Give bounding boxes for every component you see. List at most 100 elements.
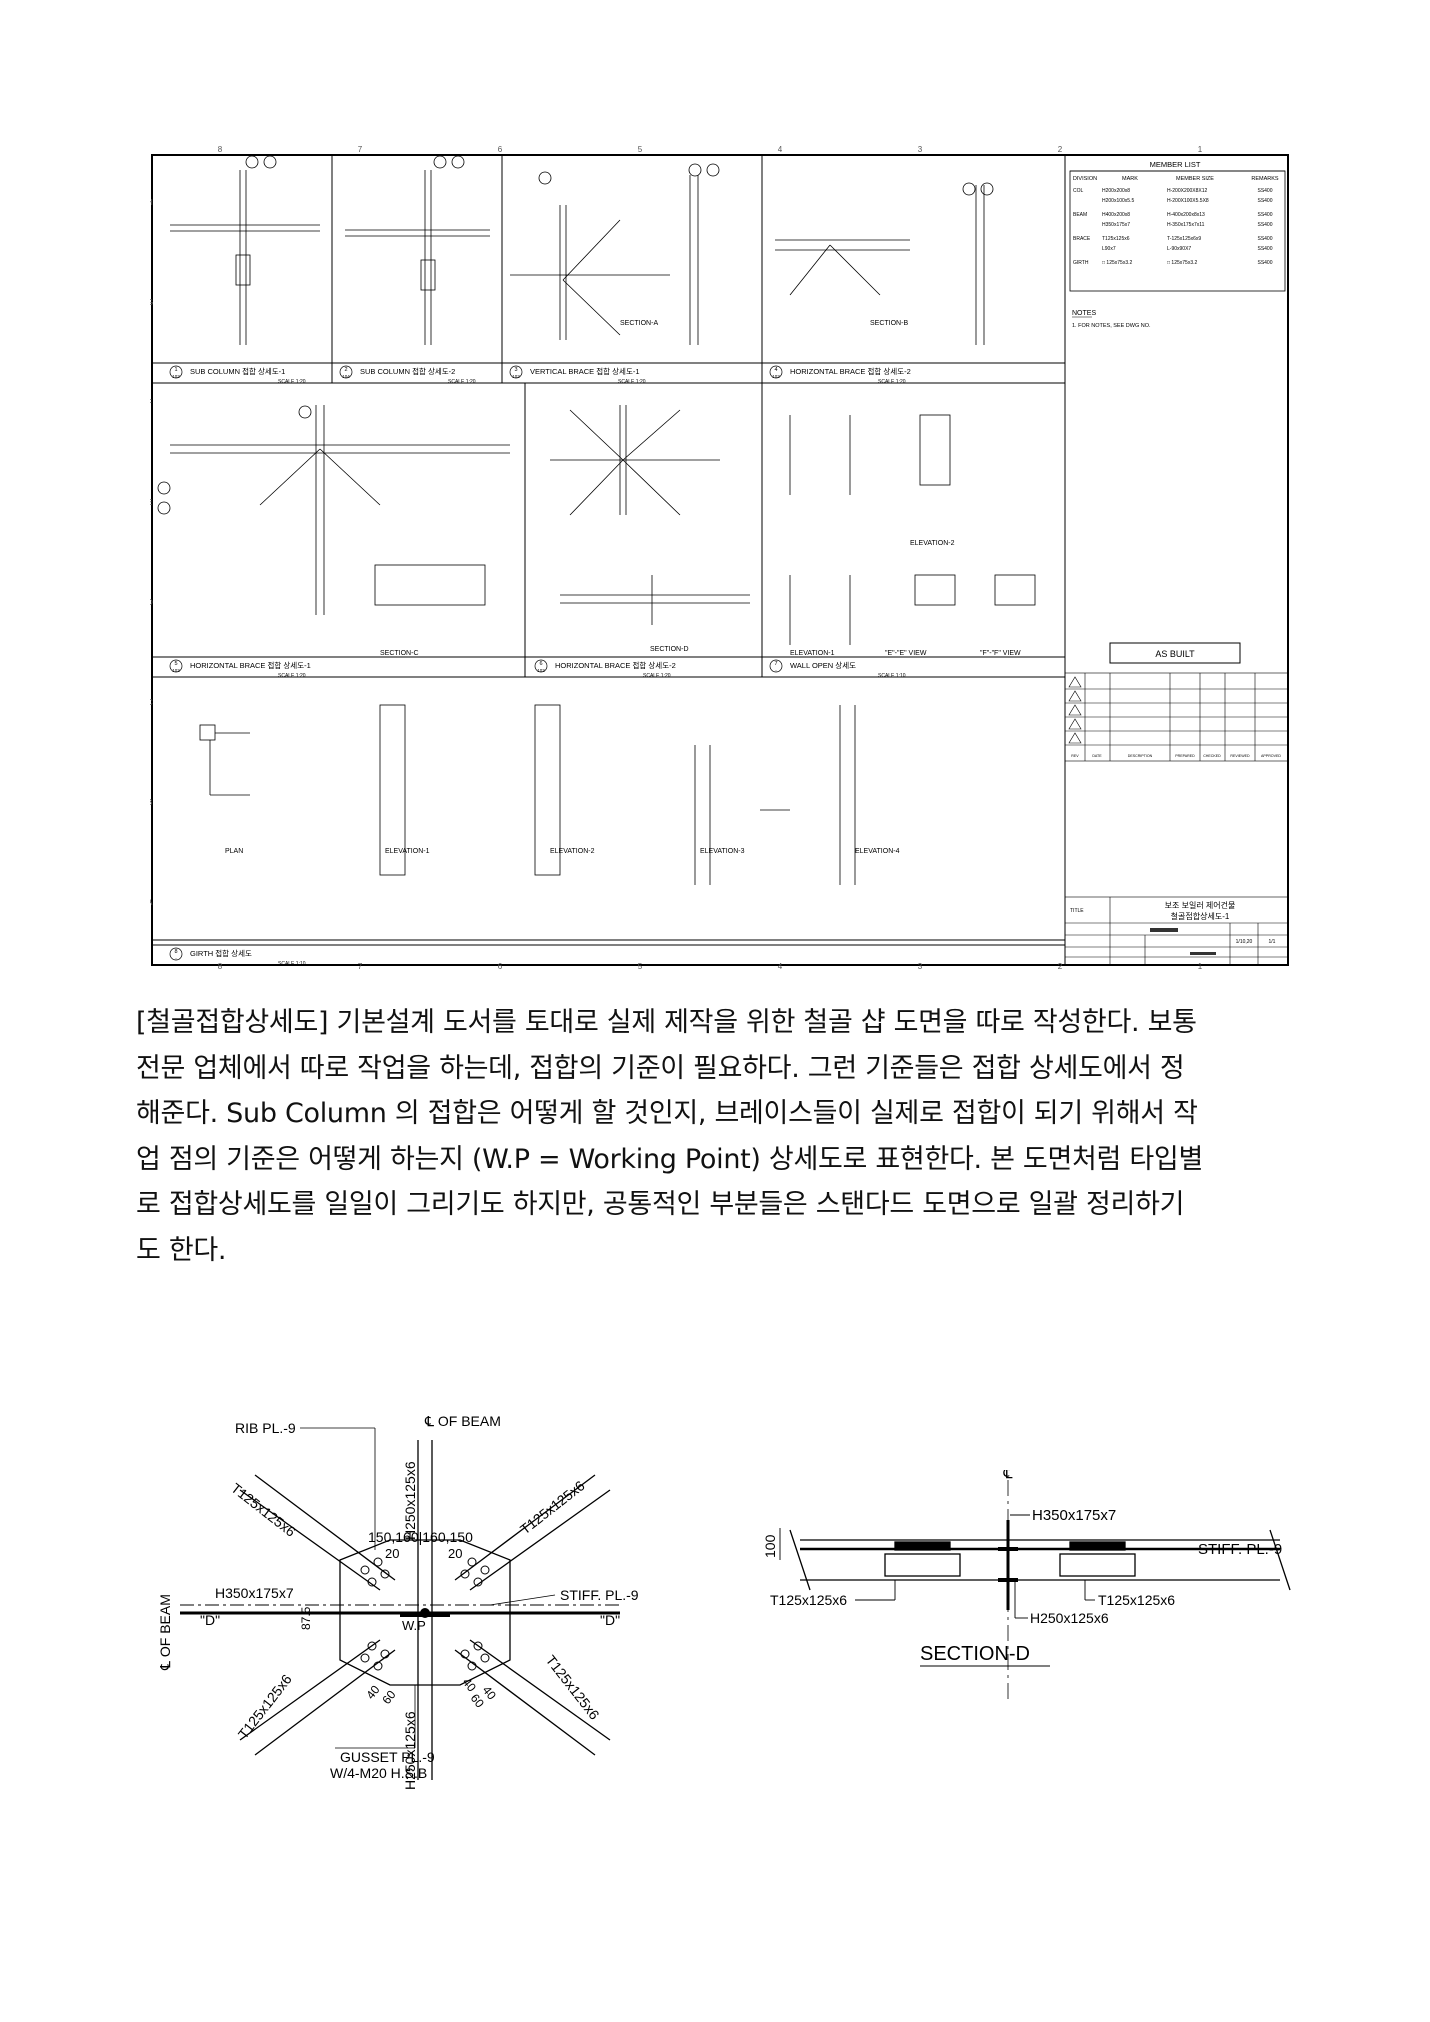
detail-number: 5 xyxy=(174,661,177,667)
border-number-top: 4 xyxy=(778,145,783,154)
revision-header: REV xyxy=(1071,754,1079,758)
border-number-bottom: 1 xyxy=(1198,962,1203,970)
border-number-bottom: 2 xyxy=(1058,962,1063,970)
section-mark-d-left: "D" xyxy=(200,1612,220,1628)
rib-plate-label: RIB PL.-9 xyxy=(235,1420,296,1436)
panel-linework xyxy=(157,155,1036,885)
border-number-top: 2 xyxy=(1058,145,1063,154)
member-list-cell: H200x200x8 xyxy=(1102,188,1130,194)
depth-dimension: 100 xyxy=(762,1534,778,1558)
member-list-title: MEMBER LIST xyxy=(1150,160,1201,169)
detail-number-bubble xyxy=(169,947,183,961)
brace-plan-detail: RIB PL.-9 ℄ OF BEAM ℄ OF BEAM H250x125x6… xyxy=(150,1400,650,1800)
member-list-cell: SS400 xyxy=(1257,188,1272,194)
revision-triangle-icon xyxy=(1068,718,1082,730)
detail-number: 6 xyxy=(539,661,542,667)
dim-40-b: 40 xyxy=(460,1675,479,1694)
detail-reference: 102 xyxy=(172,668,180,673)
member-list-cell: SS400 xyxy=(1257,246,1272,252)
sheet-frame xyxy=(151,154,1289,966)
detail-number-bubble xyxy=(769,659,783,673)
border-number-bottom: 6 xyxy=(498,962,503,970)
member-list-cell: H-400x200x8x13 xyxy=(1167,212,1205,218)
paragraph-line: 업 점의 기준은 어떻게 하는지 (W.P = Working Point) 상… xyxy=(136,1143,1203,1175)
revision-triangle-icon xyxy=(1068,690,1082,702)
beam-size-label: H350x175x7 xyxy=(215,1585,294,1601)
detail-reference: 102 xyxy=(537,668,545,673)
detail-title: SUB COLUMN 접합 상세도-2 xyxy=(360,366,455,376)
member-list-cell: SS400 xyxy=(1257,236,1272,242)
border-letter-left: E xyxy=(150,498,152,507)
revision-triangle-icon xyxy=(1068,676,1082,688)
detail-reference: 103 xyxy=(772,374,780,379)
revision-triangle-icon xyxy=(1068,732,1082,744)
detail-number: 7 xyxy=(774,661,777,667)
paragraph-line: 도 한다. xyxy=(136,1234,227,1266)
detail-title: HORIZONTAL BRACE 접합 상세도-2 xyxy=(790,366,911,376)
bolt-spec-label: W/4-M20 H.S.B xyxy=(330,1765,427,1781)
border-number-top: 3 xyxy=(918,145,923,154)
member-list-cell: H350x175x7 xyxy=(1102,222,1130,228)
detail-number-bubble xyxy=(169,365,183,379)
gusset-label: GUSSET PL.-9 xyxy=(340,1749,435,1765)
revision-header: DATE xyxy=(1092,754,1102,758)
h-section-label: H250x125x6 xyxy=(1030,1610,1109,1626)
section-label: ELEVATION-3 xyxy=(700,848,745,855)
border-number-bottom: 5 xyxy=(638,962,643,970)
section-label: SECTION-B xyxy=(870,320,908,327)
brace-top-right: T125x125x6 xyxy=(517,1477,588,1537)
dim-20-right: 20 xyxy=(448,1546,462,1561)
detail-scale: SCALE 1:20 xyxy=(448,379,476,385)
centerline-symbol: ℄ xyxy=(1003,1470,1013,1481)
section-d-svg: ℄ H350x175x7 STIFF. PL.-9 100 T125x125x6… xyxy=(762,1470,1291,1700)
member-list-cell: T125x125x6 xyxy=(1102,236,1130,242)
member-list-cell: T-125x125x6x9 xyxy=(1167,236,1201,242)
border-number-top: 7 xyxy=(358,145,363,154)
border-letter-left: D xyxy=(150,598,153,607)
detail-scale: SCALE 1:20 xyxy=(618,379,646,385)
detail-number: 3 xyxy=(514,367,517,373)
title-block-owner: TITLE xyxy=(1070,908,1084,914)
section-label: SECTION-C xyxy=(380,650,419,657)
member-list-cell: BRACE xyxy=(1073,236,1091,242)
section-mark-d-right: "D" xyxy=(600,1612,620,1628)
detail-scale: SCALE 1:10 xyxy=(878,673,906,679)
section-label: "F"-"F" VIEW xyxy=(980,650,1021,657)
column-size-bottom: H250x125x6 xyxy=(402,1711,418,1790)
member-list-cell: □ 125x75x3.2 xyxy=(1167,260,1197,266)
paragraph-line: [철골접합상세도] 기본설계 도서를 토대로 실제 제작을 위한 철골 샵 도면… xyxy=(136,1007,1197,1038)
member-list-cell: H-200X100X5.5X8 xyxy=(1167,198,1209,204)
brace-bottom-right: T125x125x6 xyxy=(543,1652,603,1723)
member-list-cell: H400x200x8 xyxy=(1102,212,1130,218)
detail-title: GIRTH 접합 상세도 xyxy=(190,948,252,958)
notes-text: 1. FOR NOTES, SEE DWG NO. xyxy=(1072,323,1151,329)
member-list-cell: SS400 xyxy=(1257,222,1272,228)
detail-scale: SCALE 1:20 xyxy=(643,673,671,679)
working-point-label: W.P xyxy=(402,1618,426,1633)
paragraph-line: 로 접합상세도를 일일이 그리기도 하지만, 공통적인 부분들은 스탠다드 도면… xyxy=(136,1189,1185,1220)
beam-centerline-side: ℄ OF BEAM xyxy=(157,1594,173,1671)
member-list-header: MEMBER SIZE xyxy=(1176,176,1214,182)
border-number-top: 5 xyxy=(638,145,643,154)
member-list-cell: GIRTH xyxy=(1073,260,1089,266)
member-list-cell: L-90x90X7 xyxy=(1167,246,1191,252)
detail-number-bubble xyxy=(534,659,548,673)
detail-number: 4 xyxy=(774,367,777,373)
brace-top-left: T125x125x6 xyxy=(228,1480,299,1540)
member-list-header: MARK xyxy=(1122,176,1138,182)
brace-plan-svg: RIB PL.-9 ℄ OF BEAM ℄ OF BEAM H250x125x6… xyxy=(157,1413,639,1790)
detail-reference: 103 xyxy=(172,374,180,379)
border-letter-left: H xyxy=(150,198,153,207)
section-d-detail: ℄ H350x175x7 STIFF. PL.-9 100 T125x125x6… xyxy=(760,1470,1320,1730)
revision-header: APPROVED xyxy=(1261,754,1281,758)
detail-reference: - xyxy=(175,956,177,961)
stiffener-label: STIFF. PL.-9 xyxy=(560,1587,639,1603)
dim-20-left: 20 xyxy=(385,1546,399,1561)
beam-size-label: H350x175x7 xyxy=(1032,1507,1116,1524)
revision-header: REVIEWED xyxy=(1230,754,1250,758)
column-size-top: H250x125x6 xyxy=(402,1461,418,1540)
title-block-sheet: 1/1 xyxy=(1269,939,1276,945)
stiffener-label: STIFF. PL.-9 xyxy=(1198,1541,1282,1558)
